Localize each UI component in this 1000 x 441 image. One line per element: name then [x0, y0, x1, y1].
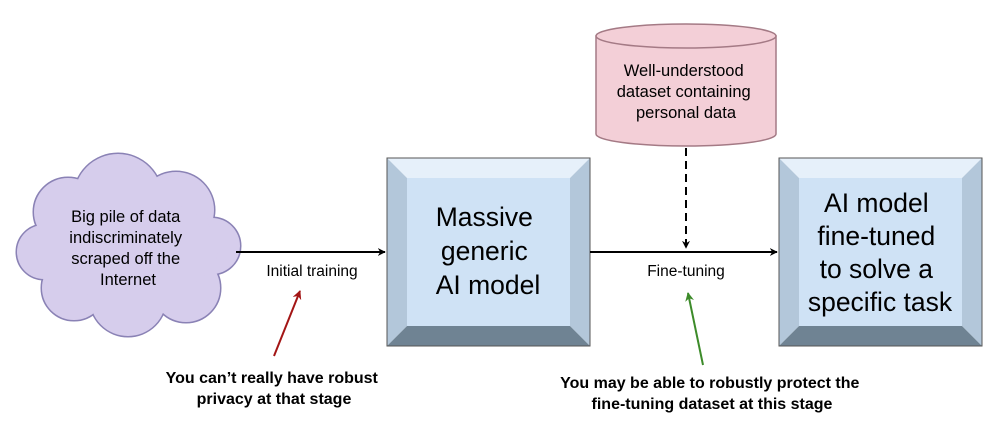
- database-label-line: dataset containing: [617, 83, 751, 101]
- cloud-label-line: indiscriminately: [69, 229, 183, 247]
- cloud-label-line: Internet: [100, 271, 156, 289]
- generic-model-label-line: generic: [441, 236, 528, 266]
- database-node-personal-data: Well-understood dataset containing perso…: [595, 23, 777, 147]
- edge-label-fine-tuning: Fine-tuning: [647, 263, 725, 280]
- note-privacy-warning-line: privacy at that stage: [197, 391, 352, 408]
- note-privacy-possible-line: fine-tuning dataset at this stage: [592, 396, 833, 413]
- database-label-line: personal data: [636, 104, 737, 122]
- edge-label-initial-training: Initial training: [266, 263, 357, 280]
- bevel-left: [779, 158, 799, 346]
- generic-model-label-line: AI model: [436, 270, 541, 300]
- bevel-left: [387, 158, 407, 346]
- box-face: [799, 178, 962, 326]
- cloud-node-internet-data: Big pile of data indiscriminately scrape…: [15, 152, 242, 338]
- bevel-top: [779, 158, 982, 178]
- database-cylinder-top: [595, 23, 777, 49]
- cloud-label-line: scraped off the: [71, 250, 180, 268]
- finetuned-model-label-line: fine-tuned: [817, 221, 935, 251]
- finetuned-model-label-line: to solve a: [820, 254, 934, 284]
- cloud-shape: [17, 154, 240, 336]
- bevel-right: [962, 158, 982, 346]
- generic-model-box: Massive generic AI model: [386, 157, 591, 347]
- finetuned-model-label: AI model fine-tuned to solve a specific …: [808, 188, 953, 317]
- database-label: Well-understood dataset containing perso…: [617, 62, 756, 122]
- note-privacy-possible: You may be able to robustly protect the …: [560, 375, 864, 413]
- arrow-green-annotation: [685, 292, 704, 366]
- note-privacy-warning: You can’t really have robust privacy at …: [166, 370, 383, 408]
- bevel-top: [387, 158, 590, 178]
- cloud-label: Big pile of data indiscriminately scrape…: [69, 208, 186, 289]
- database-cylinder-body: [595, 35, 777, 147]
- finetuned-model-label-line: specific task: [808, 287, 953, 317]
- generic-model-label: Massive generic AI model: [436, 202, 541, 300]
- note-privacy-possible-line: You may be able to robustly protect the: [560, 375, 859, 392]
- note-privacy-warning-line: You can’t really have robust: [166, 370, 379, 387]
- bevel-right: [570, 158, 590, 346]
- arrow-red-annotation: [273, 290, 302, 357]
- finetuned-model-label-line: AI model: [824, 188, 929, 218]
- cloud-label-line: Big pile of data: [71, 208, 181, 226]
- bevel-bottom: [779, 326, 982, 346]
- bevel-bottom: [387, 326, 590, 346]
- finetuned-model-box: AI model fine-tuned to solve a specific …: [778, 157, 983, 347]
- database-label-line: Well-understood: [624, 62, 744, 80]
- box-face: [407, 178, 570, 326]
- generic-model-label-line: Massive: [436, 202, 533, 232]
